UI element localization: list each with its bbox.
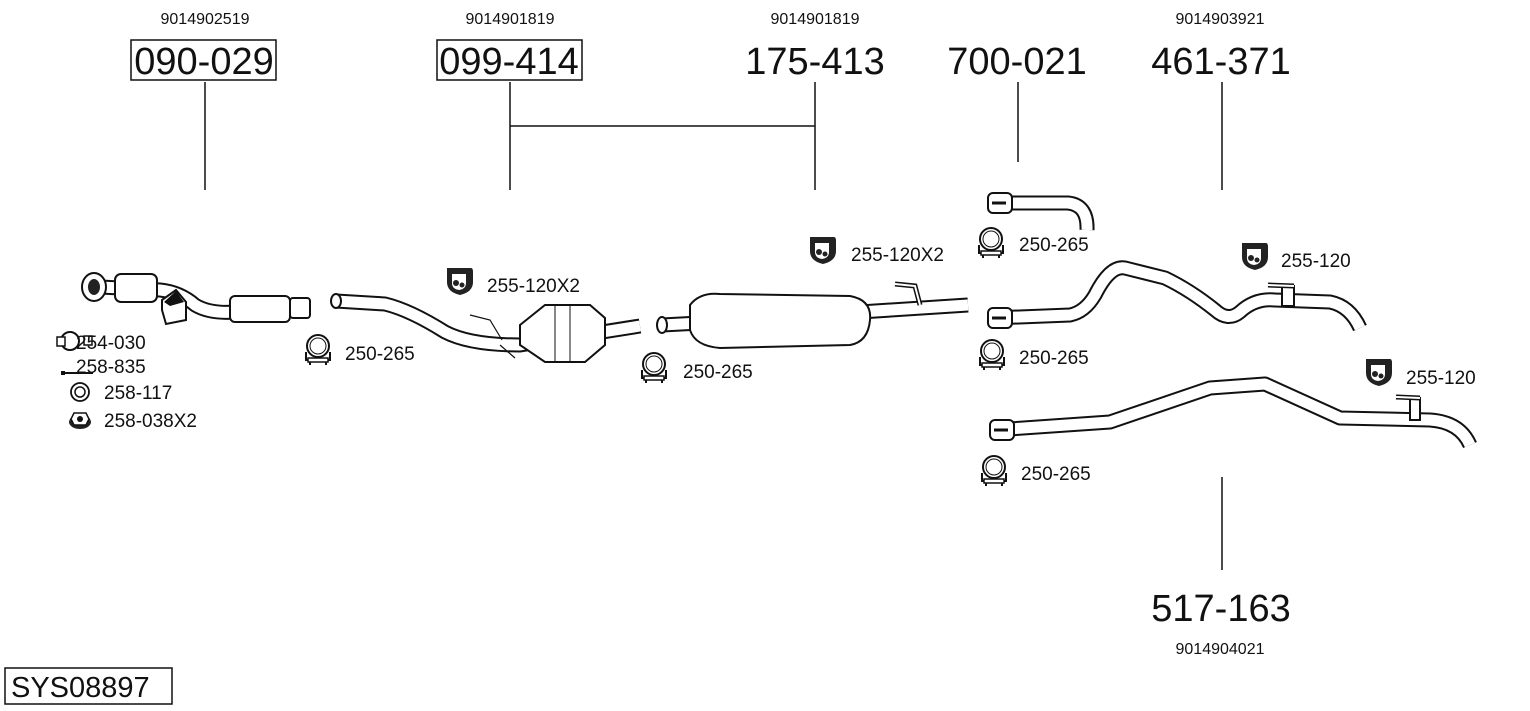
accessory-label[interactable]: 250-265 bbox=[683, 362, 753, 383]
accessory-label[interactable]: 255-120X2 bbox=[851, 245, 944, 266]
part-code: 9014901819 bbox=[771, 11, 860, 28]
accessory-label[interactable]: 255-120X2 bbox=[487, 276, 580, 297]
part-number[interactable]: 700-021 bbox=[947, 41, 1086, 83]
clamp-icon bbox=[979, 339, 1005, 371]
flange-clamp-icon bbox=[56, 331, 93, 351]
accessory-label[interactable]: 258-835 bbox=[76, 357, 146, 378]
clamp-icon bbox=[978, 227, 1004, 259]
accessory-label[interactable]: 250-265 bbox=[1021, 464, 1091, 485]
nut-icon bbox=[69, 412, 91, 429]
accessory-label[interactable]: 258-117 bbox=[104, 383, 172, 404]
part-box bbox=[130, 39, 277, 81]
part-number[interactable]: 461-371 bbox=[1151, 41, 1290, 83]
part-number[interactable]: 099-414 bbox=[439, 41, 578, 83]
hanger-icon bbox=[810, 237, 836, 264]
clamp-icon bbox=[981, 455, 1007, 487]
pipe-461-371[interactable] bbox=[987, 260, 1367, 332]
accessory-label[interactable]: 254-030 bbox=[76, 333, 146, 354]
hanger-icon bbox=[1366, 359, 1392, 386]
system-id-box bbox=[4, 667, 173, 705]
accessory-label[interactable]: 255-120 bbox=[1281, 251, 1351, 272]
washer-icon bbox=[70, 382, 90, 402]
system-id: SYS08897 bbox=[11, 672, 150, 704]
part-code: 9014903921 bbox=[1176, 11, 1265, 28]
accessory-label[interactable]: 255-120 bbox=[1406, 368, 1476, 389]
part-code: 9014904021 bbox=[1176, 641, 1265, 658]
part-box bbox=[436, 39, 583, 81]
part-number[interactable]: 175-413 bbox=[745, 41, 884, 83]
accessory-label[interactable]: 250-265 bbox=[1019, 348, 1089, 369]
part-number[interactable]: 090-029 bbox=[134, 41, 273, 83]
part-code: 9014902519 bbox=[161, 11, 250, 28]
part-number[interactable]: 517-163 bbox=[1151, 588, 1290, 630]
pipe-517-163[interactable] bbox=[989, 376, 1477, 449]
hanger-icon bbox=[1242, 243, 1268, 270]
part-code: 9014901819 bbox=[466, 11, 555, 28]
clamp-icon bbox=[641, 352, 667, 384]
accessory-label[interactable]: 250-265 bbox=[1019, 235, 1089, 256]
pipe-175-413[interactable] bbox=[656, 281, 969, 350]
bolt-icon bbox=[61, 371, 93, 375]
pipe-700-021[interactable] bbox=[987, 192, 1095, 231]
pipe-090-029[interactable] bbox=[81, 272, 311, 326]
clamp-icon bbox=[305, 334, 331, 366]
hanger-icon bbox=[447, 268, 473, 295]
pipe-099-414[interactable] bbox=[330, 293, 642, 363]
accessory-label[interactable]: 250-265 bbox=[345, 344, 415, 365]
accessory-label[interactable]: 258-038X2 bbox=[104, 411, 197, 432]
leader-lines bbox=[204, 82, 1223, 570]
